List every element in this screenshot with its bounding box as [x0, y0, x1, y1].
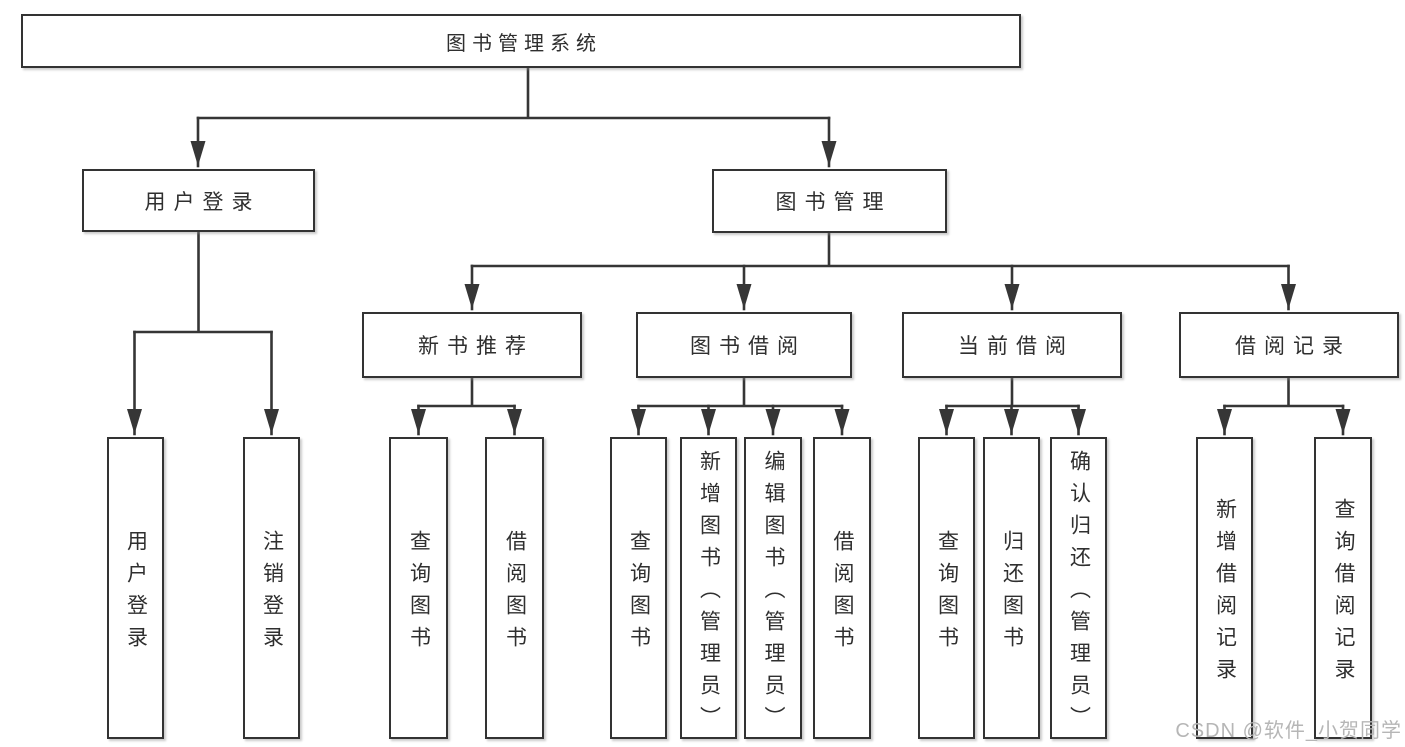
node-label: 用户登录 [124, 529, 148, 658]
leaf-query-books-borrow: 查询图书 [610, 437, 667, 739]
node-label: 编辑图书（管理员） [762, 449, 785, 738]
node-book-management-system: 图书管理系统 [21, 14, 1021, 68]
leaf-add-borrow-record: 新增借阅记录 [1196, 437, 1253, 739]
node-new-book-recommendation: 新书推荐 [362, 312, 582, 378]
leaf-query-borrow-record: 查询借阅记录 [1314, 437, 1372, 739]
node-label: 图书借阅 [690, 335, 806, 358]
csdn-watermark: CSDN @软件_小贺同学 [1175, 720, 1402, 742]
node-user-login: 用户登录 [82, 169, 315, 232]
node-label: 查询图书 [407, 529, 431, 658]
node-label: 当前借阅 [958, 335, 1074, 358]
leaf-borrow-books: 借阅图书 [813, 437, 871, 739]
leaf-return-books: 归还图书 [983, 437, 1040, 739]
leaf-edit-books-admin: 编辑图书（管理员） [744, 437, 802, 739]
node-label: 用户登录 [144, 190, 261, 214]
leaf-query-books-current: 查询图书 [918, 437, 975, 739]
node-label: 借阅图书 [503, 529, 527, 658]
node-label: 查询图书 [935, 529, 959, 658]
node-label: 注销登录 [260, 529, 284, 658]
node-label: 归还图书 [1000, 529, 1024, 658]
node-book-management: 图书管理 [712, 169, 947, 233]
leaf-confirm-return-admin: 确认归还（管理员） [1050, 437, 1107, 739]
node-label: 确认归还（管理员） [1067, 449, 1091, 738]
leaf-add-books-admin: 新增图书（管理员） [680, 437, 737, 739]
node-label: 借阅图书 [831, 529, 854, 658]
node-label: 新书推荐 [418, 335, 534, 358]
leaf-borrow-books-recommend: 借阅图书 [485, 437, 544, 739]
connector-arrows [127, 116, 1351, 436]
leaf-user-login: 用户登录 [107, 437, 164, 739]
node-label: 图书管理系统 [446, 32, 602, 55]
node-label: 图书管理 [775, 191, 892, 214]
leaf-query-books-recommend: 查询图书 [389, 437, 448, 739]
node-book-borrowing: 图书借阅 [636, 312, 852, 378]
node-current-borrowing: 当前借阅 [902, 312, 1122, 378]
node-label: 借阅记录 [1235, 335, 1351, 358]
leaf-logout: 注销登录 [243, 437, 300, 739]
node-label: 新增借阅记录 [1213, 497, 1237, 690]
node-label: 查询图书 [627, 529, 651, 658]
node-label: 查询借阅记录 [1332, 497, 1355, 690]
node-label: 新增图书（管理员） [697, 449, 721, 738]
node-borrowing-records: 借阅记录 [1179, 312, 1399, 378]
connector-trunks [133, 66, 1345, 408]
